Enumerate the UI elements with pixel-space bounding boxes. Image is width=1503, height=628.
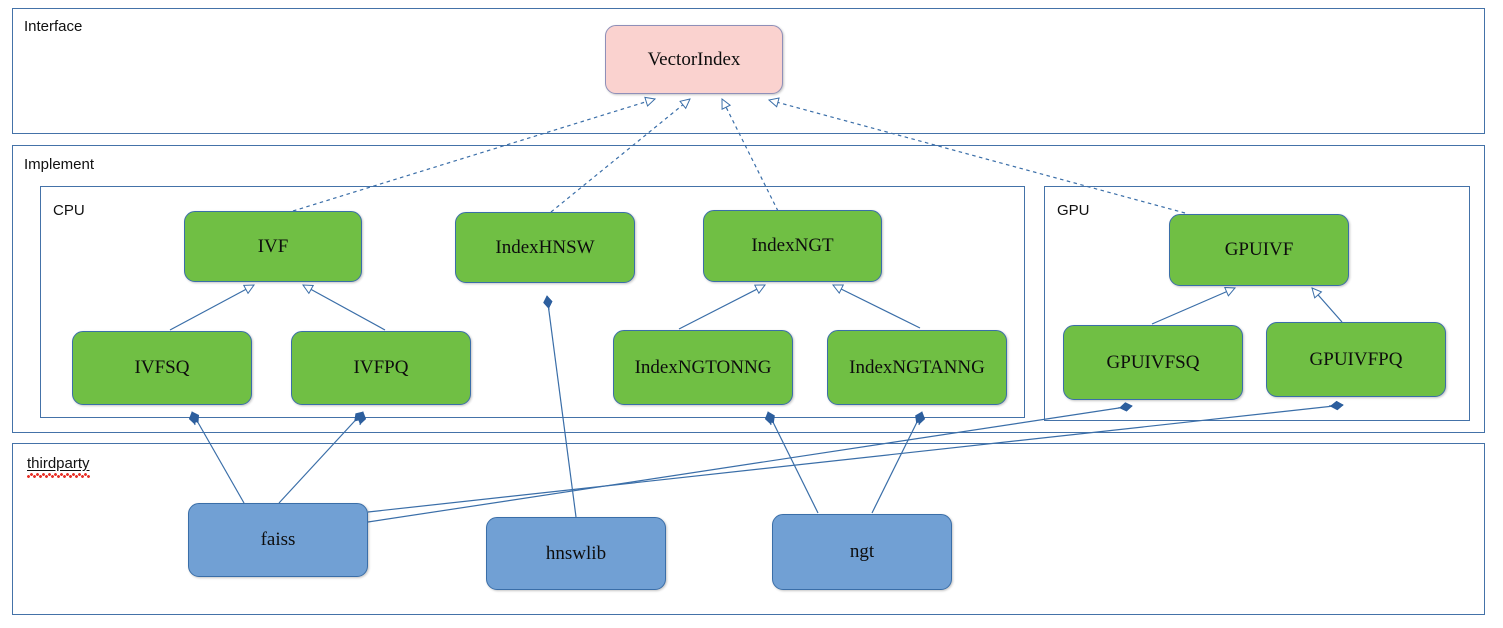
spellcheck-squiggle-icon — [27, 473, 90, 478]
edge-faiss-to-ivfsq — [192, 412, 245, 504]
edge-gpuivf-to-vectorindex — [769, 100, 1186, 214]
edge-head-faiss-ivfsq — [192, 412, 195, 426]
group-label-implement: Implement — [24, 156, 95, 173]
node-gpuivfsq[interactable]: GPUIVFSQ — [1063, 325, 1243, 400]
node-faiss[interactable]: faiss — [188, 503, 368, 577]
node-ivfpq[interactable]: IVFPQ — [291, 331, 471, 405]
group-cpu: CPU — [40, 186, 1025, 418]
node-hnswlib[interactable]: hnswlib — [486, 517, 666, 590]
edge-indexngtonng-to-indexngt — [678, 284, 765, 330]
edge-head-ngt-anng — [919, 412, 922, 426]
edge-head-ngt-onng — [768, 412, 771, 426]
node-indexngtanng[interactable]: IndexNGTANNG — [827, 330, 1007, 405]
edge-head-faiss-gpuivfsq — [1117, 406, 1132, 408]
node-gpuivfpq[interactable]: GPUIVFPQ — [1266, 322, 1446, 397]
group-gpu: GPU — [1044, 186, 1470, 421]
node-indexngtonng[interactable]: IndexNGTONNG — [613, 330, 793, 405]
edge-gpuivfpq-to-gpuivf — [1312, 288, 1343, 323]
group-implement: Implement — [12, 145, 1485, 433]
group-label-thirdparty-text: thirdparty — [27, 455, 90, 472]
node-ivfsq[interactable]: IVFSQ — [72, 331, 252, 405]
node-ngt[interactable]: ngt — [772, 514, 952, 590]
edge-indexhnsw-to-vectorindex — [550, 99, 690, 213]
node-indexhnsw[interactable]: IndexHNSW — [455, 212, 635, 283]
edge-head-faiss-gpuivfpq — [1328, 405, 1343, 406]
node-gpuivf[interactable]: GPUIVF — [1169, 214, 1349, 286]
edge-ivf-to-vectorindex — [292, 99, 655, 212]
edge-ngt-to-indexngtonng — [768, 412, 819, 514]
group-label-gpu: GPU — [1057, 202, 1090, 219]
edge-faiss-to-gpuivfpq — [367, 405, 1343, 513]
group-label-thirdparty: thirdparty — [27, 455, 90, 478]
node-vectorindex[interactable]: VectorIndex — [605, 25, 783, 94]
edge-ivfsq-to-ivf — [169, 285, 254, 331]
group-label-interface: Interface — [24, 18, 83, 35]
edge-ngt-to-indexngtanng — [871, 412, 922, 514]
edge-faiss-to-ivfpq — [278, 412, 363, 504]
edge-head-faiss-ivfpq — [360, 412, 363, 426]
edge-indexngtanng-to-indexngt — [833, 284, 921, 329]
group-interface: Interface — [12, 8, 1485, 134]
group-thirdparty: thirdparty — [12, 443, 1485, 615]
edge-hnswlib-to-indexhnsw — [547, 296, 577, 518]
node-ivf[interactable]: IVF — [184, 211, 362, 282]
edge-ivfpq-to-ivf — [303, 285, 386, 331]
edge-head-hnswlib-indexhnsw — [547, 296, 549, 311]
node-indexngt[interactable]: IndexNGT — [703, 210, 882, 282]
edge-faiss-to-gpuivfsq — [367, 406, 1132, 523]
group-label-cpu: CPU — [53, 202, 85, 219]
edge-gpuivfsq-to-gpuivf — [1151, 288, 1235, 325]
